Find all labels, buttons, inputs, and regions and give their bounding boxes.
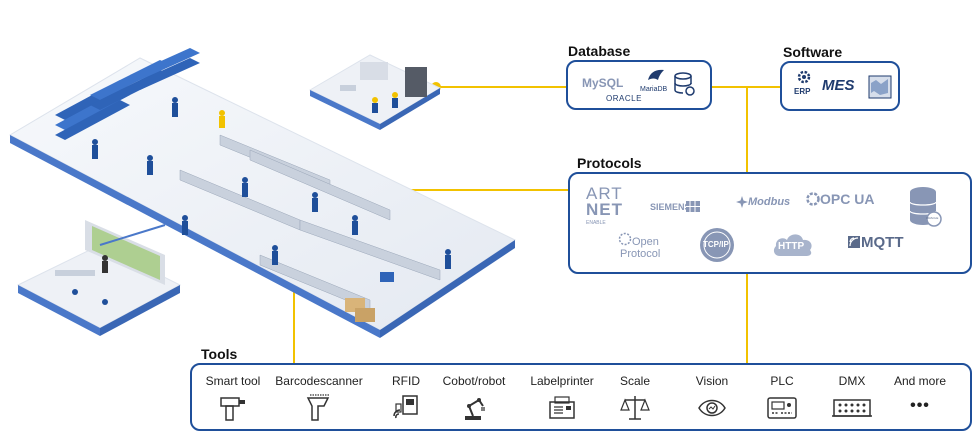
database-badge-label: ORACLE: [926, 216, 939, 220]
tools-title: Tools: [201, 346, 238, 362]
more-icon: •••: [910, 397, 930, 414]
tool-label: Vision: [695, 374, 729, 388]
tool-label: RFID: [392, 374, 420, 388]
artnet-logo-line2: NET: [586, 200, 623, 219]
tool-label: Cobot/robot: [442, 374, 506, 388]
workstations: [179, 134, 441, 311]
rfid-icon: [393, 395, 418, 419]
database-box: MySQL MariaDB ORACLE: [566, 60, 712, 110]
tool-vision: Vision: [667, 373, 757, 422]
protocols-title: Protocols: [577, 155, 642, 171]
tool-and-more: And more •••: [875, 373, 965, 415]
tcpip-label: TCP/IP: [703, 240, 729, 249]
open-protocol-line1: Open: [632, 236, 659, 248]
storage-racks: [55, 48, 200, 140]
tcpip-cloud-icon: [700, 228, 734, 262]
workers: [92, 97, 451, 269]
map-image-icon: [868, 75, 892, 99]
mqtt-icon: [848, 236, 860, 248]
mariadb-logo: MariaDB: [640, 86, 668, 93]
http-cloud-icon: [773, 234, 812, 256]
database-title: Database: [568, 43, 631, 59]
tool-labelprinter: Labelprinter: [517, 373, 607, 422]
tool-cobot-robot: Cobot/robot: [429, 373, 519, 422]
database-gear-icon: [674, 72, 695, 96]
plc-icon: [767, 397, 797, 419]
modbus-star-icon: [736, 196, 748, 208]
tool-label: PLC: [770, 374, 794, 388]
label-printer-icon: [549, 396, 575, 419]
tool-label: Smart tool: [205, 374, 261, 388]
dmx-icon: [832, 399, 872, 417]
barcode-scanner-icon: [306, 394, 330, 421]
protocols-box: ART NET ENABLE SIEMENS Modbus OPC UA ORA…: [568, 172, 972, 274]
cobot-robot-icon: [465, 398, 485, 420]
tool-smart-tool: Smart tool: [188, 373, 278, 422]
mariadb-seal-icon: [648, 69, 664, 80]
open-protocol-line2: Protocol: [620, 248, 661, 260]
mysql-logo: MySQL: [582, 76, 624, 90]
tool-label: Barcodescanner: [275, 374, 363, 388]
factory-floor-illustration: [8, 48, 517, 338]
opcua-logo: OPC UA: [820, 191, 875, 207]
tool-label: Scale: [619, 374, 651, 388]
open-protocol-icon: [618, 232, 632, 246]
vision-icon: [698, 399, 726, 417]
smart-tool-icon: [220, 397, 245, 421]
http-label: HTTP: [778, 241, 805, 252]
tool-dmx: DMX: [807, 373, 897, 422]
office-platform: [308, 54, 442, 130]
opcua-icon: [806, 192, 820, 206]
pallets: [345, 272, 394, 322]
software-title: Software: [783, 44, 843, 60]
tool-plc: PLC: [737, 373, 827, 422]
mqtt-logo: MQTT: [861, 234, 904, 251]
erp-label: ERP: [794, 87, 811, 96]
erp-gear-icon: [797, 70, 811, 84]
tool-barcodescanner: Barcodescanner: [269, 373, 369, 422]
tool-label: DMX: [838, 374, 866, 388]
main-floor-platform: [8, 57, 517, 338]
tools-box: Smart tool Barcodescanner RFID Cobot/rob…: [190, 363, 972, 431]
oracle-logo: ORACLE: [606, 94, 642, 103]
siemens-logo: SIEMENS: [650, 202, 691, 212]
tool-scale: Scale: [590, 373, 680, 422]
software-box: ERP MES: [780, 61, 900, 111]
tool-rfid: RFID: [361, 373, 451, 422]
scale-icon: [620, 396, 650, 420]
workers-highvis: [219, 110, 225, 128]
control-room-platform: [16, 220, 182, 336]
database-badge-icon: [909, 187, 942, 227]
artnet-logo-sub: ENABLE: [586, 220, 606, 226]
mes-logo: MES: [822, 77, 855, 94]
tool-label: And more: [893, 374, 947, 388]
modbus-logo: Modbus: [748, 196, 791, 208]
siemens-grid-icon: [686, 201, 700, 212]
artnet-logo-line1: ART: [586, 184, 623, 203]
tool-label: Labelprinter: [530, 374, 594, 388]
